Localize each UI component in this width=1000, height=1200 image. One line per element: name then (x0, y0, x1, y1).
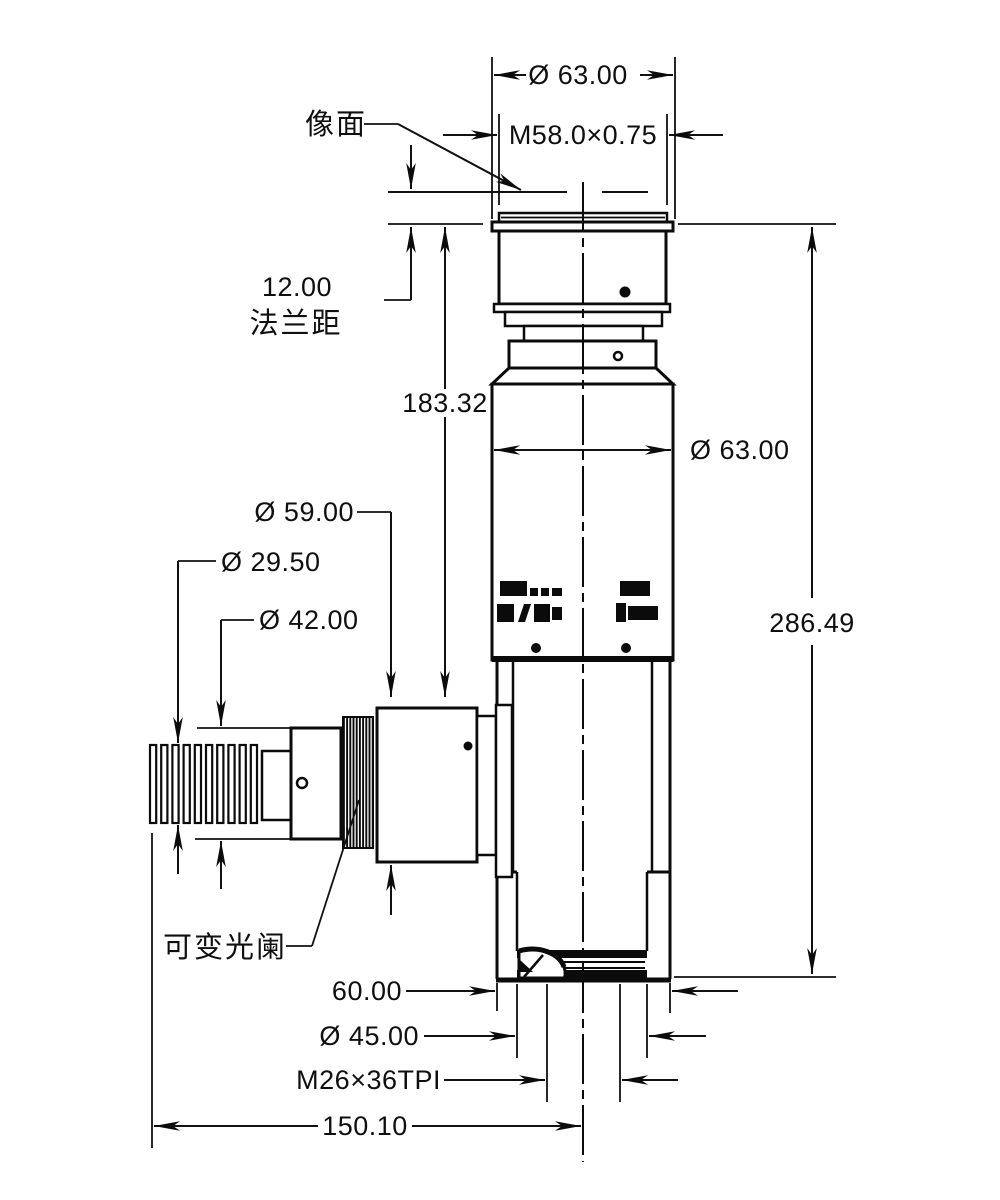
dim-bottom-width: 60.00 (332, 976, 738, 1013)
dim-housing-diameter-text: Ø 42.00 (259, 605, 359, 635)
dim-side-length: 150.10 (151, 833, 581, 1148)
adapter-mount-plate (494, 703, 514, 879)
side-tube (260, 749, 293, 822)
screw-dot (531, 643, 541, 653)
dim-upper-length: 183.32 (402, 227, 488, 697)
dim-top-diameter: Ø 63.00 (491, 57, 676, 219)
dim-flange-distance-text: 12.00 (262, 272, 332, 302)
dim-bore-diameter-text: Ø 45.00 (319, 1021, 419, 1051)
dim-upper-length-text: 183.32 (402, 388, 488, 418)
dim-fin-diameter-text: Ø 29.50 (221, 547, 321, 577)
dim-flange-distance: 12.00 法兰距 (249, 145, 483, 340)
label-image-plane: 像面 (305, 108, 522, 191)
screw-ring (295, 776, 309, 790)
adapter-spacer-plate (475, 714, 498, 857)
body-marking-right (616, 581, 658, 622)
dim-bottom-thread: M26×36TPI (296, 984, 678, 1102)
dim-housing-diameter: Ø 42.00 (195, 605, 359, 889)
screw-dot (463, 741, 473, 751)
dim-overall-length-text: 286.49 (769, 608, 855, 638)
flange-distance-note: 法兰距 (249, 307, 342, 340)
adapter-box (375, 706, 479, 864)
screw-dot (621, 643, 631, 653)
screw-ring (612, 350, 624, 362)
body-marking-left (497, 581, 562, 622)
dim-overall-length: 286.49 (674, 223, 855, 978)
dim-adapter-diameter: Ø 59.00 (254, 497, 396, 915)
iris-adjust-knurled-ring (342, 716, 374, 849)
dim-bore-diameter: Ø 45.00 (319, 984, 706, 1058)
dim-top-diameter-text: Ø 63.00 (528, 60, 628, 90)
dim-bottom-width-text: 60.00 (332, 976, 402, 1006)
label-iris: 可变光阑 (163, 799, 360, 964)
dim-body-diameter: Ø 63.00 (494, 435, 790, 465)
dim-mount-thread-text: M58.0×0.75 (509, 120, 657, 150)
dim-side-length-text: 150.10 (322, 1111, 408, 1141)
variable-iris-label: 可变光阑 (163, 931, 287, 964)
sectioned-lens-element (517, 946, 567, 980)
side-iris-assembly (148, 703, 514, 879)
dim-body-diameter-text: Ø 63.00 (690, 435, 790, 465)
dim-fin-diameter: Ø 29.50 (173, 547, 321, 874)
fin-section (148, 743, 259, 825)
dim-bottom-thread-text: M26×36TPI (296, 1065, 441, 1095)
screw-dot (619, 286, 631, 298)
image-plane-label: 像面 (305, 108, 367, 141)
dim-adapter-diameter-text: Ø 59.00 (254, 497, 354, 527)
